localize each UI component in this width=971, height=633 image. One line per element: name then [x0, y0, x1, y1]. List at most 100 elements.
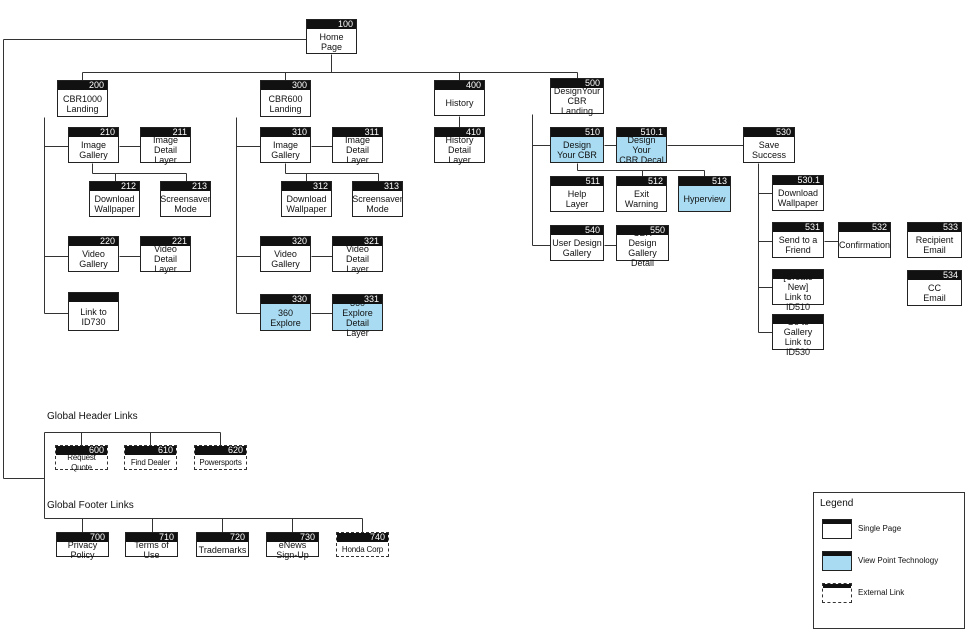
node-331: 331360 Explore Detail Layer [332, 294, 383, 338]
node-id-badge: 210 [69, 128, 118, 137]
global-header-links-label: Global Header Links [47, 411, 138, 422]
node-id-badge: 700 [57, 533, 108, 542]
node-id-badge: 740 [337, 533, 388, 542]
node-go-to-gallery-link-to-id530: Go to Gallery Link to ID530 [772, 314, 824, 357]
node-label: eNews Sign-Up [276, 539, 309, 560]
node-label: CBR1000 Landing [62, 93, 103, 114]
node-id-badge: 100 [307, 20, 356, 29]
node-label: Powersports [199, 457, 242, 467]
node-label: Request Quote [67, 452, 96, 472]
node-label: [Create New] Link to ID510 [783, 272, 813, 312]
node-label: History Detail Layer [445, 135, 474, 165]
node-create-new-link-to-id510: [Create New] Link to ID510 [772, 269, 824, 312]
node-id-badge: 212 [90, 182, 139, 191]
node-id-badge: 200 [58, 81, 107, 90]
node-label: 360 Explore Detail Layer [342, 298, 373, 338]
node-id-badge: 533 [908, 223, 961, 232]
node-label: CBR Design Gallery Detail [628, 228, 657, 268]
node-id-badge: 330 [261, 295, 310, 304]
node-id-badge: 312 [282, 182, 331, 191]
node-label: Download Wallpaper [286, 194, 327, 214]
node-label: History [445, 98, 474, 108]
node-label: User Design Gallery [552, 238, 602, 258]
node-id-badge: 530 [744, 128, 794, 137]
node-label: Find Dealer [130, 457, 171, 467]
node-id-badge [773, 270, 823, 279]
node-label: Honda Corp [341, 544, 384, 554]
node-label: Home Page [319, 31, 344, 52]
node-label: Privacy Policy [67, 539, 98, 560]
node-label: Link to ID730 [80, 306, 107, 327]
node-id-badge: 510.1 [617, 128, 666, 137]
node-id-badge: 331 [333, 295, 382, 304]
legend-label-external-link: External Link [858, 588, 905, 597]
node-id-badge: 730 [267, 533, 318, 542]
node-id-badge: 213 [161, 182, 210, 191]
node-label: Send to a Friend [778, 235, 818, 255]
node-label: Save Success [751, 140, 786, 160]
node-id-badge: 310 [261, 128, 310, 137]
node-label: Video Gallery [79, 249, 108, 269]
node-id-badge [69, 293, 118, 302]
node-id-badge: 500 [551, 79, 603, 88]
node-label: Video Detail Layer [345, 244, 369, 274]
node-id-badge: 221 [141, 237, 190, 246]
legend-swatch-external-link [822, 583, 852, 603]
node-label: Image Detail Layer [344, 135, 370, 165]
node-550: 550CBR Design Gallery Detail [616, 225, 669, 268]
node-id-badge: 531 [773, 223, 823, 232]
node-label: Recipient Email [915, 235, 954, 255]
node-label: Trademarks [198, 544, 247, 555]
node-id-badge: 511 [551, 177, 603, 186]
global-footer-links-label: Global Footer Links [47, 500, 134, 511]
node-id-badge: 534 [908, 271, 961, 280]
node-id-badge: 530.1 [773, 176, 823, 185]
node-label: Video Gallery [271, 249, 300, 269]
node-id-badge: 220 [69, 237, 118, 246]
node-id-badge: 400 [435, 81, 484, 90]
node-label: Design Your CBR [557, 140, 597, 160]
legend-swatch-single-page [822, 519, 852, 539]
node-id-badge: 620 [195, 446, 246, 455]
node-label: Download Wallpaper [94, 194, 135, 214]
node-label: Image Gallery [271, 140, 300, 160]
node-id-badge: 313 [353, 182, 402, 191]
node-id-badge: 532 [839, 223, 890, 232]
node-id-badge: 513 [679, 177, 730, 186]
node-id-badge: 710 [126, 533, 177, 542]
node-label: Help Layer [565, 189, 589, 209]
node-id-badge: 320 [261, 237, 310, 246]
node-label: Hyperview [683, 194, 726, 204]
node-id-badge: 311 [333, 128, 382, 137]
node-id-badge: 211 [141, 128, 190, 137]
node-id-badge: 720 [197, 533, 248, 542]
node-label: Go to Gallery Link to ID530 [783, 317, 813, 357]
node-label: Screensaver Mode [160, 194, 211, 214]
node-label: CC Email [923, 283, 946, 303]
